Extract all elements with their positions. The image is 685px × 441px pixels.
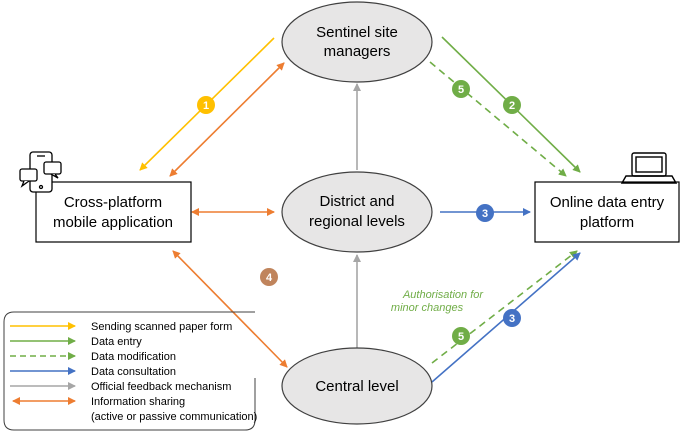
badge-2: 2	[503, 96, 521, 114]
legend-label-data-entry: Data entry	[91, 336, 142, 348]
node-online-line1: Online data entry	[550, 194, 665, 211]
node-sentinel-site-managers: Sentinel site managers	[281, 1, 433, 83]
phone-chat-icon	[19, 151, 62, 193]
badge-5b-label: 5	[458, 331, 464, 343]
legend-label-data-modification: Data modification	[91, 351, 176, 363]
arrow-sharing-sentinel-mobile	[169, 62, 285, 177]
legend-label-feedback: Official feedback mechanism	[91, 381, 231, 393]
arrow-data-modification-sentinel-to-online	[429, 61, 567, 177]
laptop-icon	[620, 152, 678, 184]
badge-1: 1	[197, 96, 215, 114]
node-mobile-line2: mobile application	[53, 214, 173, 231]
annotation-line1: Authorisation for	[402, 289, 484, 301]
arrow-data-modification-central-to-online	[431, 250, 578, 364]
badge-2-label: 2	[509, 100, 515, 112]
node-mobile-line1: Cross-platform	[64, 194, 162, 211]
legend-label-information-sharing: Information sharing	[91, 396, 185, 408]
node-central-line1: Central level	[315, 378, 398, 395]
node-central-level: Central level	[281, 347, 433, 425]
legend-frame	[3, 311, 256, 431]
badge-1-label: 1	[203, 100, 209, 112]
annotation-line2: minor changes	[391, 302, 464, 314]
badge-4-label: 4	[266, 272, 273, 284]
node-online-platform: Online data entry platform	[534, 181, 680, 243]
legend-label-data-consultation: Data consultation	[91, 366, 176, 378]
badge-3a: 3	[476, 204, 494, 222]
legend-label-information-sharing-extra: (active or passive communication)	[91, 411, 257, 423]
legend-label-paper-form: Sending scanned paper form	[91, 321, 232, 333]
badge-5a: 5	[452, 80, 470, 98]
node-mobile-application: Cross-platform mobile application	[35, 181, 192, 243]
node-sentinel-line2: managers	[324, 43, 391, 60]
badge-3b: 3	[503, 309, 521, 327]
node-sentinel-line1: Sentinel site	[316, 24, 398, 41]
node-district-line1: District and	[319, 193, 394, 210]
badge-3a-label: 3	[482, 208, 488, 220]
badge-5a-label: 5	[458, 84, 464, 96]
node-district-line2: regional levels	[309, 213, 405, 230]
badge-3b-label: 3	[509, 313, 515, 325]
legend: Sending scanned paper form Data entry Da…	[3, 311, 257, 431]
node-district-regional: District and regional levels	[281, 171, 433, 253]
arrow-sharing-mobile-central	[172, 250, 288, 368]
badge-4: 4	[260, 268, 278, 286]
node-online-line2: platform	[580, 214, 634, 231]
badge-5b: 5	[452, 327, 470, 345]
